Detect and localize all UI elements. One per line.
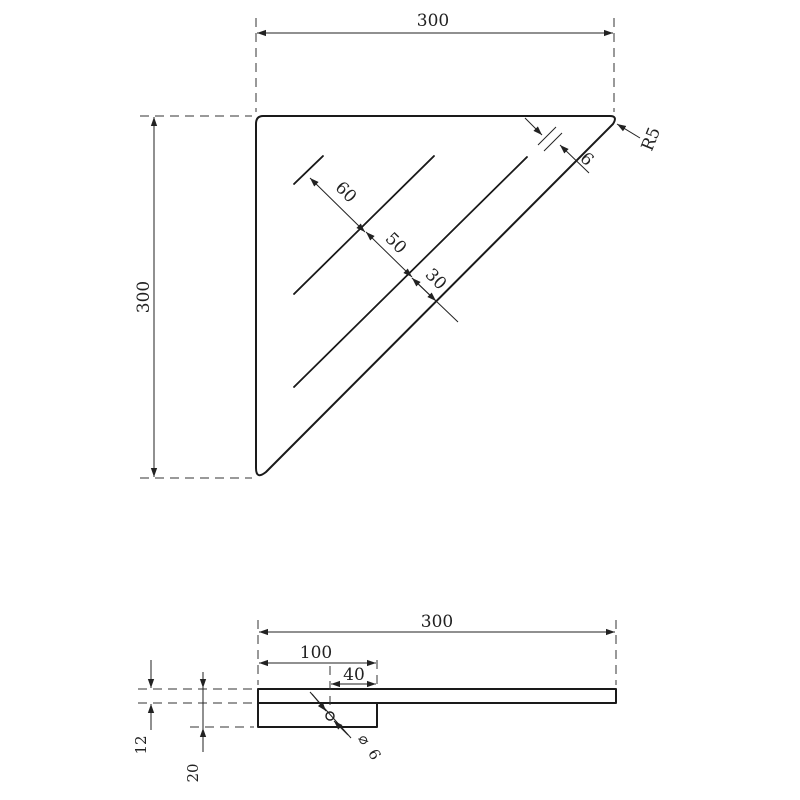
edge-gap-ext-2	[543, 132, 563, 152]
radius-leader	[616, 123, 641, 139]
thickness-label: 12	[132, 735, 150, 754]
length-dimension-label: 300	[421, 612, 453, 632]
radius-label: R5	[638, 124, 665, 153]
edge-gap-line	[524, 117, 543, 136]
shelf-plate	[257, 688, 617, 704]
hole-diameter-symbol: ⌀	[354, 731, 374, 748]
top-view: 300 300 60 50 30 6 R5	[134, 11, 665, 479]
side-view: 300 100 40 12 20 ⌀ 6	[132, 612, 617, 783]
shelf-outline	[255, 115, 616, 477]
bracket-length-label: 100	[300, 643, 332, 663]
width-dimension-label: 300	[417, 11, 449, 31]
spacing-30-label: 30	[421, 265, 450, 294]
height-dimension-label: 300	[134, 281, 154, 313]
hole-offset-label: 40	[343, 665, 365, 685]
hole-diameter-label: 6	[364, 746, 384, 763]
edge-gap-ext-1	[537, 126, 557, 146]
spacing-50-label: 50	[381, 229, 410, 258]
bracket-height-label: 20	[184, 763, 202, 782]
mounting-hole	[325, 711, 335, 721]
bracket	[257, 702, 378, 728]
edge-gap-label: 6	[576, 149, 598, 171]
spacing-60-line	[309, 177, 366, 233]
spacing-50-line	[365, 231, 413, 278]
